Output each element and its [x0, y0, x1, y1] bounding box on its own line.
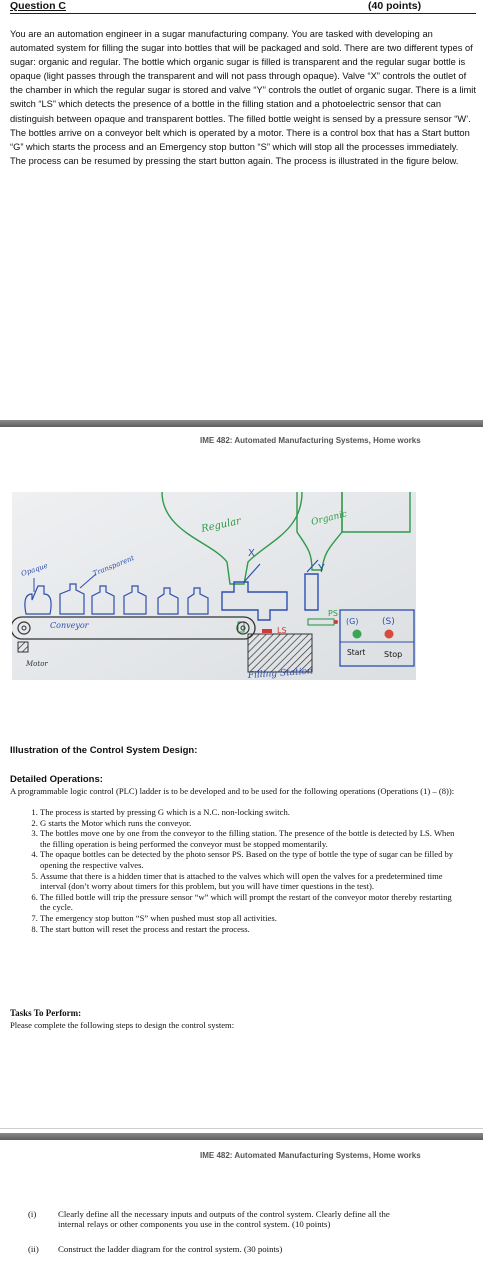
operation-item: G starts the Motor which runs the convey… [40, 818, 464, 829]
operation-item: The filled bottle will trip the pressure… [40, 892, 464, 913]
running-header: IME 482: Automated Manufacturing Systems… [200, 436, 421, 445]
g-button-label: (G) [346, 617, 358, 626]
points-label: (40 points) [368, 0, 422, 12]
task-text: Construct the ladder diagram for the con… [58, 1244, 283, 1254]
operation-item: The emergency stop button “S” when pushe… [40, 913, 464, 924]
control-box [339, 609, 415, 667]
task-number: (i) [28, 1209, 37, 1219]
figure-caption: Illustration of the Control System Desig… [10, 745, 198, 756]
operation-item: Assume that there is a hidden timer that… [40, 871, 464, 892]
stop-button-indicator [384, 629, 394, 639]
motor-label: Motor [25, 660, 48, 668]
valve-y-body [304, 573, 319, 611]
stop-label: Stop [384, 650, 402, 659]
operation-item: The process is started by pressing G whi… [40, 807, 464, 818]
limit-switch [262, 629, 272, 633]
operation-item: The opaque bottles can be detected by th… [40, 849, 464, 870]
operation-item: The start button will reset the process … [40, 924, 464, 935]
filling-manifold [221, 581, 288, 621]
tasks-intro: Please complete the following steps to d… [10, 1020, 235, 1030]
organic-hopper-right [341, 492, 411, 533]
system-illustration: Regular Organic X Y PS LS Filling Statio… [12, 492, 416, 680]
valve-y-label: Y [317, 562, 325, 575]
operation-item: The bottles move one by one from the con… [40, 828, 464, 849]
header-rule [10, 13, 476, 14]
conveyor-belt [12, 616, 256, 640]
task-text: Clearly define all the necessary inputs … [58, 1209, 390, 1230]
operations-list: The process is started by pressing G whi… [10, 807, 464, 934]
task-number: (ii) [28, 1244, 39, 1254]
running-header: IME 482: Automated Manufacturing Systems… [200, 1151, 421, 1160]
task-item: (i) Clearly define all the necessary inp… [28, 1209, 448, 1243]
question-title: Question C [10, 0, 67, 12]
ls-label: LS [277, 626, 287, 635]
page-break [0, 1133, 483, 1140]
start-button-indicator [352, 629, 362, 639]
problem-statement: You are an automation engineer in a suga… [10, 29, 476, 166]
page-break [0, 420, 483, 427]
start-label: Start [347, 648, 365, 657]
detailed-operations-heading: Detailed Operations: [10, 774, 103, 785]
valve-x-label: X [248, 548, 255, 559]
s-button-label: (S) [382, 617, 395, 627]
conveyor-label: Conveyor [50, 621, 90, 630]
motor [17, 641, 29, 653]
bottle-row [24, 583, 209, 615]
page-break-line [0, 1128, 483, 1129]
tasks-heading: Tasks To Perform: [10, 1008, 82, 1018]
regular-hopper [161, 492, 303, 585]
filling-station-label: Filling Station [247, 666, 314, 680]
filling-station [247, 633, 313, 673]
task-item: (ii) Construct the ladder diagram for th… [28, 1244, 448, 1258]
detailed-operations-intro: A programmable logic control (PLC) ladde… [10, 786, 455, 796]
ps-label: PS [328, 609, 338, 618]
whiteboard-background [12, 492, 416, 680]
organic-hopper-left [296, 492, 343, 571]
